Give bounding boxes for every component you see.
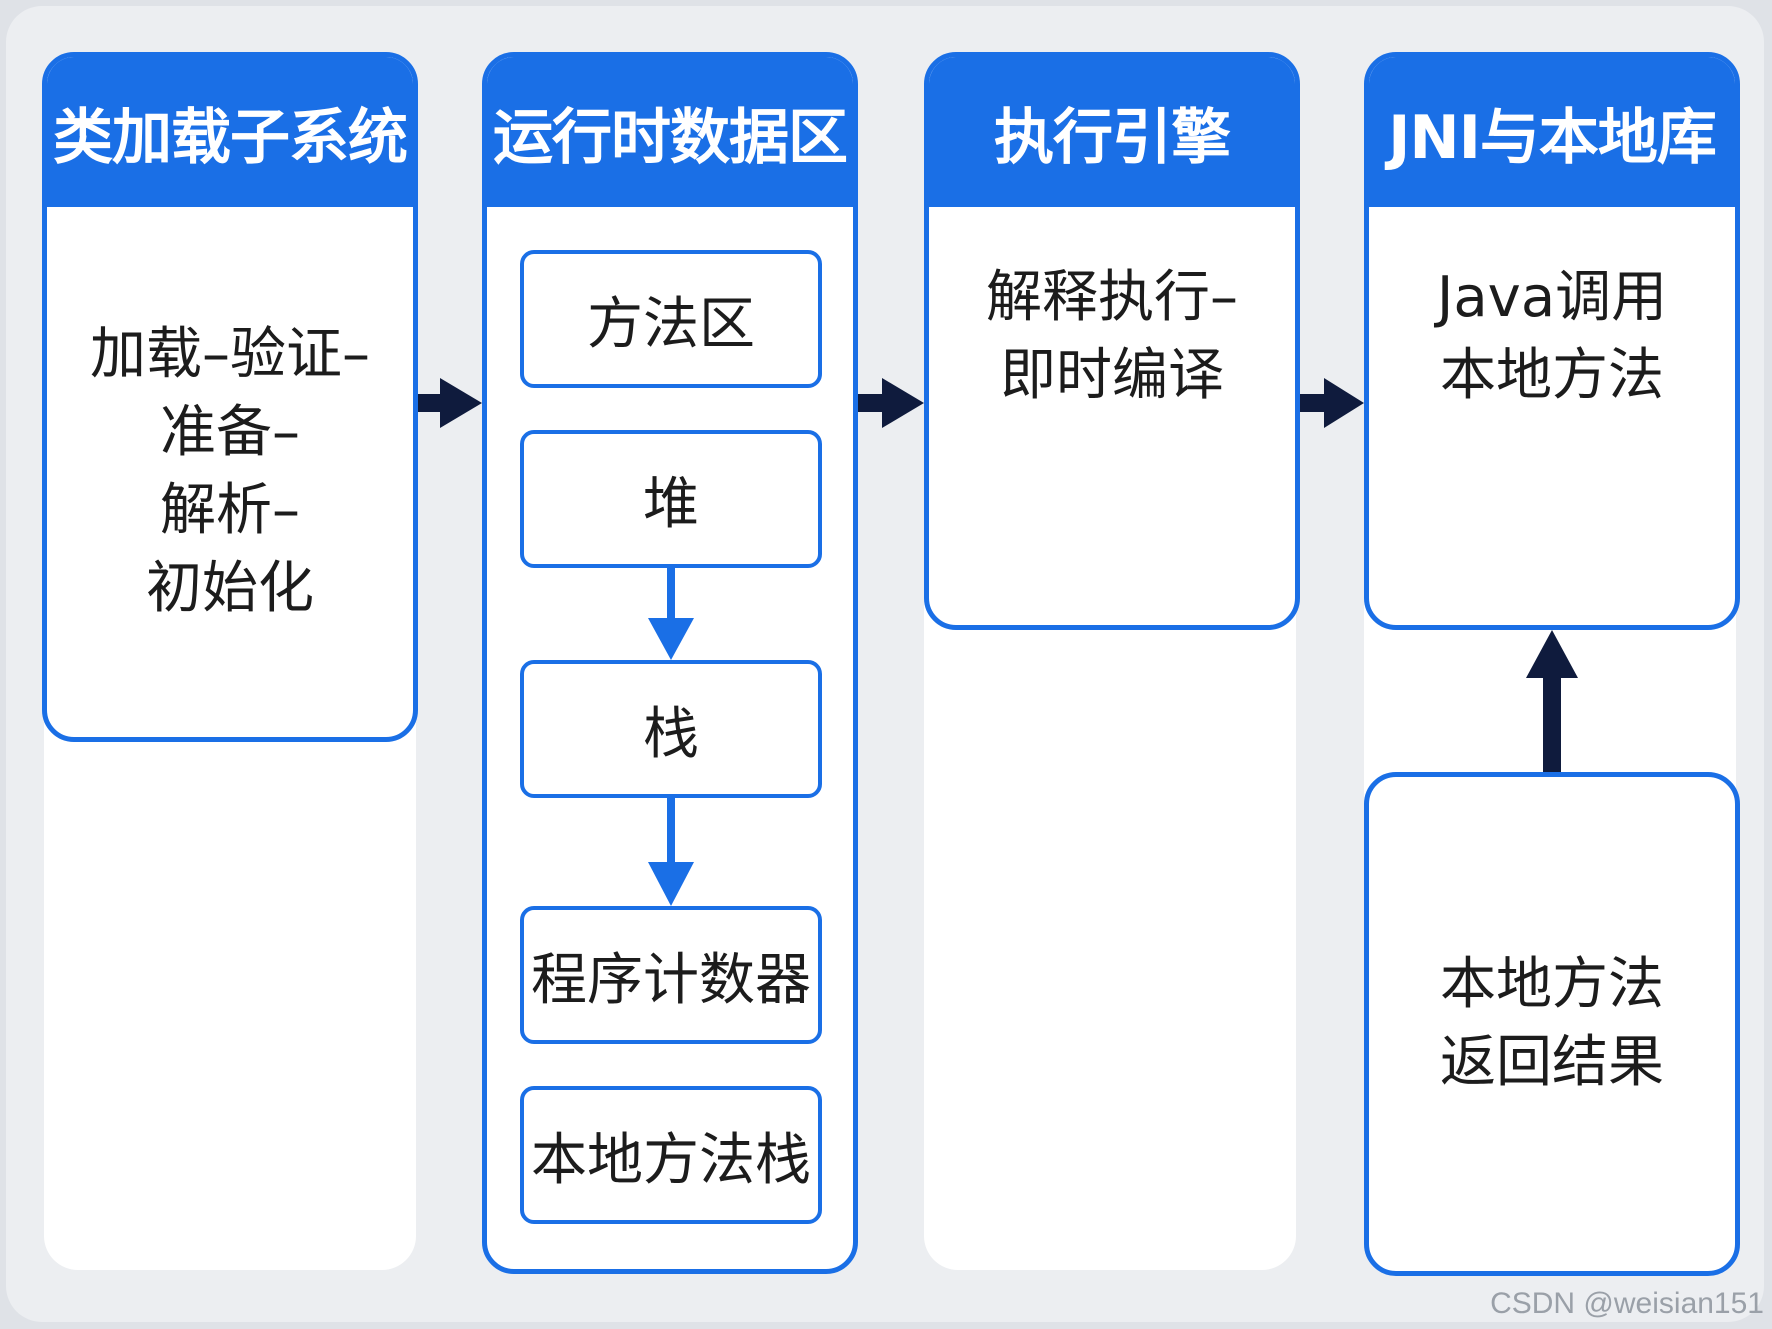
method-area-box: 方法区	[520, 250, 822, 388]
arrow-engine-to-jni	[1300, 378, 1364, 428]
jni-native-title: JNI与本地库	[1369, 57, 1735, 207]
execution-engine-line: 解释执行–	[986, 265, 1238, 330]
class-loader-step-line: 初始化	[146, 556, 314, 621]
class-loader-step-line: 准备–	[160, 400, 300, 465]
class-loader-title: 类加载子系统	[47, 57, 413, 207]
heap-box: 堆	[520, 430, 822, 568]
program-counter-box: 程序计数器	[520, 906, 822, 1044]
arrow-runtime-to-engine	[858, 378, 924, 428]
jni-native-card: JNI与本地库 Java调用 本地方法	[1364, 52, 1740, 630]
class-loader-step-line: 解析–	[160, 478, 300, 543]
execution-engine-line: 即时编译	[1000, 343, 1224, 408]
execution-engine-title: 执行引擎	[929, 57, 1295, 207]
native-return-line: 返回结果	[1440, 1030, 1664, 1095]
arrow-return-to-jni	[1526, 630, 1578, 772]
watermark: CSDN @weisian151	[1490, 1287, 1764, 1320]
class-loader-body: 加载–验证– 准备– 解析– 初始化	[47, 207, 413, 737]
arrow-stack-to-pc	[648, 798, 694, 906]
jni-native-line: Java调用	[1436, 265, 1668, 330]
execution-engine-body: 解释执行– 即时编译	[929, 207, 1295, 467]
native-return-line: 本地方法	[1440, 952, 1664, 1017]
arrow-loader-to-runtime	[418, 378, 482, 428]
jni-native-body: Java调用 本地方法	[1369, 207, 1735, 467]
stack-box: 栈	[520, 660, 822, 798]
arrow-heap-to-stack	[648, 568, 694, 660]
jni-native-line: 本地方法	[1439, 343, 1664, 408]
class-loader-step-line: 加载–验证–	[90, 322, 370, 387]
native-return-box: 本地方法 返回结果	[1364, 772, 1740, 1276]
class-loader-card: 类加载子系统 加载–验证– 准备– 解析– 初始化	[42, 52, 418, 742]
runtime-data-area-title: 运行时数据区	[487, 57, 853, 207]
native-method-stack-box: 本地方法栈	[520, 1086, 822, 1224]
execution-engine-card: 执行引擎 解释执行– 即时编译	[924, 52, 1300, 630]
